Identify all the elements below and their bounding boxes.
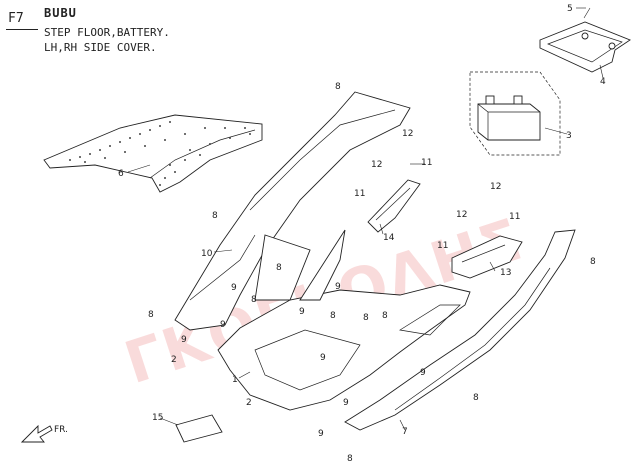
callout-8c: 8 (148, 310, 154, 320)
callout-11b: 11 (354, 189, 365, 199)
callout-8b: 8 (212, 211, 218, 221)
battery-box (469, 71, 561, 156)
callout-8d: 8 (251, 295, 257, 305)
callout-9h: 9 (420, 368, 426, 378)
step-mat (43, 114, 263, 193)
bracket-14 (367, 179, 421, 233)
callout-9i: 9 (318, 429, 324, 439)
callout-5: 5 (567, 4, 573, 14)
callout-13: 13 (500, 268, 511, 278)
callout-8a: 8 (335, 82, 341, 92)
callout-1: 1 (232, 375, 238, 385)
front-arrow (20, 424, 53, 443)
callout-12b: 12 (371, 160, 382, 170)
callout-12d: 12 (490, 182, 501, 192)
callout-6: 6 (118, 169, 124, 179)
callout-9b: 9 (335, 282, 341, 292)
callout-12c: 12 (456, 210, 467, 220)
callout-3: 3 (566, 131, 572, 141)
callout-12a: 12 (402, 129, 413, 139)
callout-4: 4 (600, 77, 606, 87)
title-line-1: STEP FLOOR,BATTERY. (44, 26, 170, 39)
callout-9a: 9 (231, 283, 237, 293)
brand-name: BUBU (44, 6, 77, 20)
figure-code: F7 (8, 11, 24, 26)
battery-cover (539, 21, 631, 73)
title-line-2: LH,RH SIDE COVER. (44, 41, 157, 54)
callout-8j: 8 (590, 257, 596, 267)
callout-8g: 8 (363, 313, 369, 323)
callout-11a: 11 (421, 158, 432, 168)
callout-8e: 8 (276, 263, 282, 273)
callout-10: 10 (201, 249, 213, 259)
floor-board (217, 229, 471, 411)
callout-8k: 8 (347, 454, 353, 464)
left-side-cover (174, 91, 411, 331)
callout-9g: 9 (343, 398, 349, 408)
figure-code-underline (6, 29, 38, 30)
leader-lines (127, 7, 604, 431)
callout-2b: 2 (246, 398, 252, 408)
callout-8h: 8 (382, 311, 388, 321)
callout-11d: 11 (509, 212, 520, 222)
callout-9e: 9 (299, 307, 305, 317)
callout-8i: 8 (473, 393, 479, 403)
callout-7: 7 (402, 427, 408, 437)
callout-2a: 2 (171, 355, 177, 365)
small-lid (175, 414, 223, 443)
callout-14: 14 (383, 233, 395, 243)
callout-9d: 9 (220, 320, 226, 330)
callout-9c: 9 (181, 335, 187, 345)
callout-8f: 8 (330, 311, 336, 321)
front-label: FR. (54, 425, 68, 435)
callout-11c: 11 (437, 241, 448, 251)
right-side-cover (344, 229, 576, 431)
callout-9f: 9 (320, 353, 326, 363)
bracket-13 (451, 235, 523, 279)
callout-numbers: 1 2 2 3 4 5 6 7 8 8 8 8 8 8 8 8 8 8 8 9 … (118, 4, 606, 464)
callout-15: 15 (152, 413, 163, 423)
